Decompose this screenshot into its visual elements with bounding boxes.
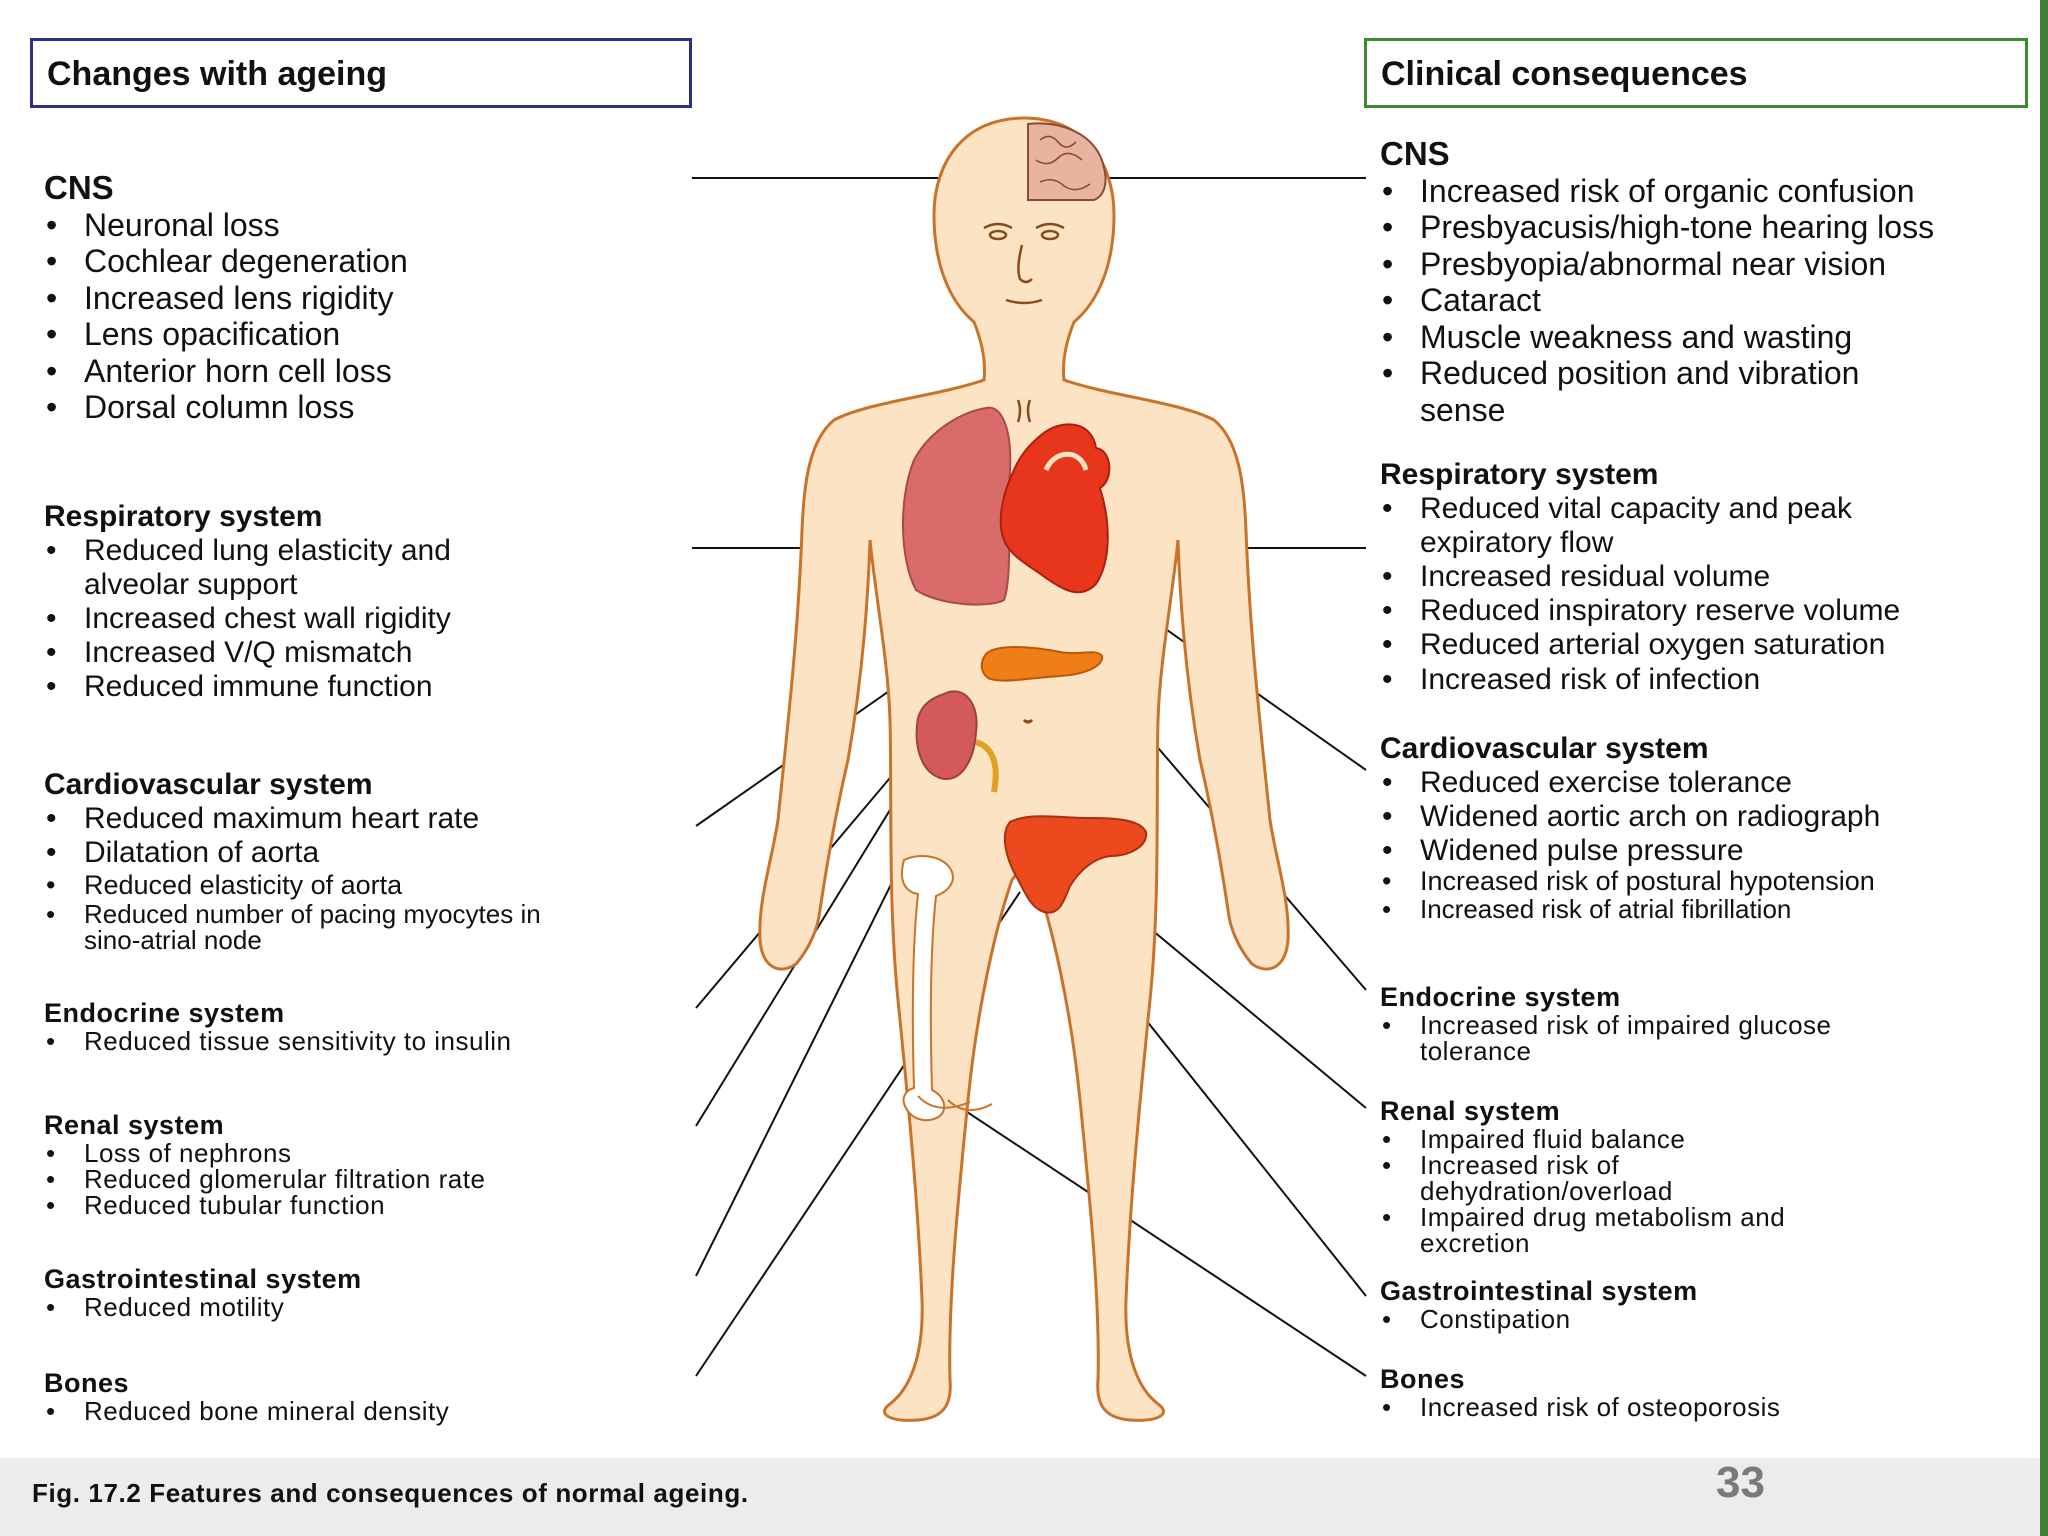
list-item: Increased risk of dehydration/overload	[1380, 1152, 1800, 1204]
list-item: Increased risk of postural hypotension	[1380, 868, 1900, 896]
right-column-header: Clinical consequences	[1364, 38, 2028, 108]
brain-icon	[1027, 122, 1107, 201]
right-section-respiratory: Respiratory system Reduced vital capacit…	[1380, 458, 2020, 697]
right-section-bones: Bones Increased risk of osteoporosis	[1380, 1364, 2030, 1420]
ureter	[974, 739, 999, 793]
left-section-gastrointestinal: Gastrointestinal system Reduced motility	[44, 1264, 704, 1320]
left-section-bones: Bones Reduced bone mineral density	[44, 1368, 704, 1424]
left-section-renal: Renal system Loss of nephrons Reduced gl…	[44, 1110, 704, 1218]
navel	[1022, 718, 1034, 724]
right-section-gastrointestinal: Gastrointestinal system Constipation	[1380, 1276, 2030, 1332]
section-title: Respiratory system	[1380, 458, 1659, 491]
list-item: Reduced tissue sensitivity to insulin	[44, 1028, 704, 1054]
section-title: Cardiovascular system	[44, 768, 373, 801]
list-item: Reduced inspiratory reserve volume	[1380, 594, 2020, 628]
caption-bar	[0, 1458, 2048, 1536]
right-section-cardiovascular: Cardiovascular system Reduced exercise t…	[1380, 732, 2020, 925]
list-item: Dilatation of aorta	[44, 836, 604, 870]
body-outline	[758, 116, 1290, 1422]
section-title: Endocrine system	[44, 998, 285, 1028]
list-item: Cochlear degeneration	[44, 243, 704, 280]
face-details	[983, 222, 1065, 423]
list-item: Increased residual volume	[1380, 560, 2020, 594]
list-item: Reduced maximum heart rate	[44, 802, 604, 836]
list-item: Loss of nephrons	[44, 1140, 704, 1166]
list-item: Neuronal loss	[44, 207, 704, 244]
section-title: Cardiovascular system	[1380, 732, 1709, 765]
list-item: Reduced exercise tolerance	[1380, 766, 2020, 800]
section-title: Bones	[1380, 1364, 1466, 1394]
section-title: Gastrointestinal system	[1380, 1276, 1698, 1306]
left-section-respiratory: Respiratory system Reduced lung elastici…	[44, 500, 564, 705]
section-title: Endocrine system	[1380, 982, 1621, 1012]
section-title: Renal system	[1380, 1096, 1561, 1126]
section-title: Renal system	[44, 1110, 225, 1140]
list-item: Anterior horn cell loss	[44, 353, 704, 390]
list-item: Impaired drug metabolism and excretion	[1380, 1204, 1860, 1256]
list-item: Constipation	[1380, 1306, 2030, 1332]
right-section-endocrine: Endocrine system Increased risk of impai…	[1380, 982, 1900, 1064]
left-section-endocrine: Endocrine system Reduced tissue sensitiv…	[44, 998, 704, 1054]
list-item: Impaired fluid balance	[1380, 1126, 1900, 1152]
intestine-icon	[1003, 815, 1148, 914]
section-title: CNS	[1380, 135, 1450, 172]
left-section-cns: CNS Neuronal loss Cochlear degeneration …	[44, 169, 704, 426]
section-title: Gastrointestinal system	[44, 1264, 362, 1294]
list-item: Cataract	[1380, 282, 2020, 319]
left-section-cardiovascular: Cardiovascular system Reduced maximum he…	[44, 768, 604, 953]
page-number: 33	[1716, 1458, 1765, 1507]
slide-edge-strip	[2040, 0, 2048, 1536]
list-item: Presbyopia/abnormal near vision	[1380, 246, 2020, 283]
list-item: Widened pulse pressure	[1380, 834, 2020, 868]
aortic-arch	[1043, 451, 1089, 472]
left-column-header: Changes with ageing	[30, 38, 692, 108]
list-item: Increased risk of infection	[1380, 663, 2020, 697]
lung-icon	[902, 406, 1012, 606]
section-title: Bones	[44, 1368, 130, 1398]
kidney-icon	[915, 690, 978, 780]
section-title: CNS	[44, 169, 114, 206]
list-item: Increased lens rigidity	[44, 280, 704, 317]
list-item: Reduced position and vibration sense	[1380, 355, 1940, 428]
section-title: Respiratory system	[44, 500, 323, 533]
right-section-renal: Renal system Impaired fluid balance Incr…	[1380, 1096, 1900, 1256]
list-item: Reduced number of pacing myocytes in sin…	[44, 901, 604, 953]
list-item: Lens opacification	[44, 316, 704, 353]
list-item: Increased risk of impaired glucose toler…	[1380, 1012, 1900, 1064]
knee-outline	[917, 1095, 993, 1111]
list-item: Reduced elasticity of aorta	[44, 870, 604, 901]
list-item: Reduced bone mineral density	[44, 1398, 704, 1424]
list-item: Presbyacusis/high-tone hearing loss	[1380, 209, 2020, 246]
right-section-cns: CNS Increased risk of organic confusion …	[1380, 135, 2020, 428]
list-item: Reduced motility	[44, 1294, 704, 1320]
list-item: Increased chest wall rigidity	[44, 602, 564, 636]
list-item: Increased V/Q mismatch	[44, 636, 564, 670]
list-item: Reduced immune function	[44, 670, 564, 704]
list-item: Reduced lung elasticity and alveolar sup…	[44, 534, 564, 602]
connector-line	[951, 1101, 1367, 1377]
femur-bone-icon	[900, 855, 954, 1122]
list-item: Reduced vital capacity and peak expirato…	[1380, 492, 1980, 560]
list-item: Increased risk of organic confusion	[1380, 173, 2020, 210]
list-item: Dorsal column loss	[44, 389, 704, 426]
list-item: Muscle weakness and wasting	[1380, 319, 2020, 356]
figure-caption: Fig. 17.2 Features and consequences of n…	[32, 1478, 749, 1508]
list-item: Reduced tubular function	[44, 1192, 704, 1218]
pancreas-icon	[980, 646, 1104, 682]
list-item: Increased risk of osteoporosis	[1380, 1394, 2030, 1420]
list-item: Reduced arterial oxygen saturation	[1380, 628, 2020, 662]
list-item: Increased risk of atrial fibrillation	[1380, 895, 2020, 925]
list-item: Reduced glomerular filtration rate	[44, 1166, 704, 1192]
list-item: Widened aortic arch on radiograph	[1380, 800, 2020, 834]
